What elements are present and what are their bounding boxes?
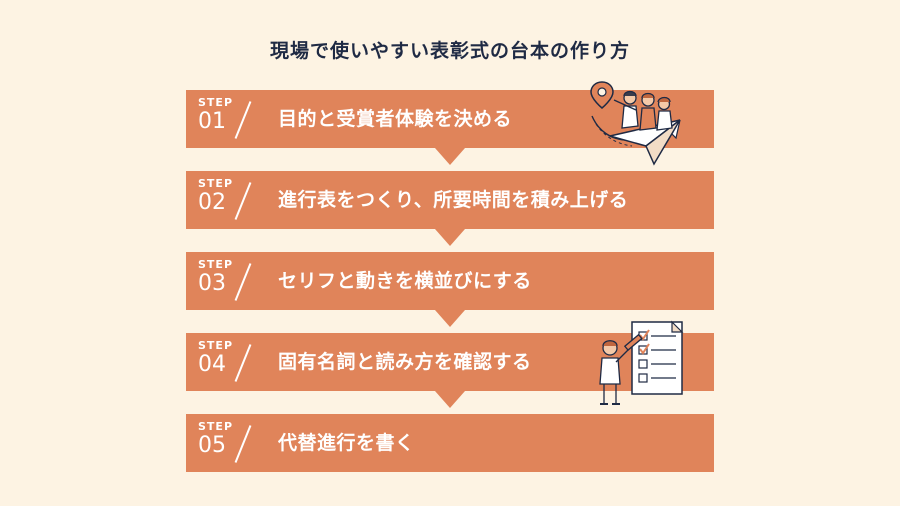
step-label: 代替進行を書く (278, 432, 415, 454)
step-tag: STEP 04 (198, 339, 233, 378)
step-label: 固有名詞と読み方を確認する (278, 351, 532, 373)
map-pin-icon (590, 81, 614, 109)
step-04: STEP 04 固有名詞と読み方を確認する (186, 333, 714, 408)
page-title: 現場で使いやすい表彰式の台本の作り方 (269, 40, 630, 62)
step-number: 03 (198, 271, 226, 296)
step-word: STEP (198, 339, 234, 352)
step-word: STEP (198, 258, 234, 271)
checklist-illustration (599, 320, 684, 405)
step-tag: STEP 05 (198, 420, 233, 459)
down-arrow-icon (435, 391, 465, 408)
step-divider (234, 182, 252, 220)
step-number: 05 (198, 433, 226, 458)
down-arrow-icon (435, 310, 465, 327)
step-label: 目的と受賞者体験を決める (278, 108, 513, 130)
step-label: 進行表をつくり、所要時間を積み上げる (278, 189, 629, 211)
step-number: 01 (198, 109, 226, 134)
step-word: STEP (198, 420, 234, 433)
step-divider (234, 263, 252, 301)
step-divider (234, 101, 252, 139)
step-tag: STEP 01 (198, 96, 233, 135)
step-number: 02 (198, 190, 226, 215)
person-with-pencil-icon (599, 333, 643, 405)
riders-icon (613, 90, 673, 131)
step-divider (234, 344, 252, 382)
down-arrow-icon (435, 148, 465, 165)
checklist-icon (631, 320, 684, 395)
step-05: STEP 05 代替進行を書く (186, 414, 714, 472)
step-tag: STEP 02 (198, 177, 233, 216)
paper-airplane-illustration (590, 81, 681, 166)
step-list: STEP 01 目的と受賞者体験を決める STEP 02 進行表をつくり、所要時… (186, 90, 714, 472)
step-02: STEP 02 進行表をつくり、所要時間を積み上げる (186, 171, 714, 246)
step-divider (234, 425, 252, 463)
step-03: STEP 03 セリフと動きを横並びにする (186, 252, 714, 327)
step-label: セリフと動きを横並びにする (278, 270, 532, 292)
step-number: 04 (198, 352, 226, 377)
step-word: STEP (198, 177, 234, 190)
down-arrow-icon (435, 229, 465, 246)
step-word: STEP (198, 96, 234, 109)
step-tag: STEP 03 (198, 258, 233, 297)
